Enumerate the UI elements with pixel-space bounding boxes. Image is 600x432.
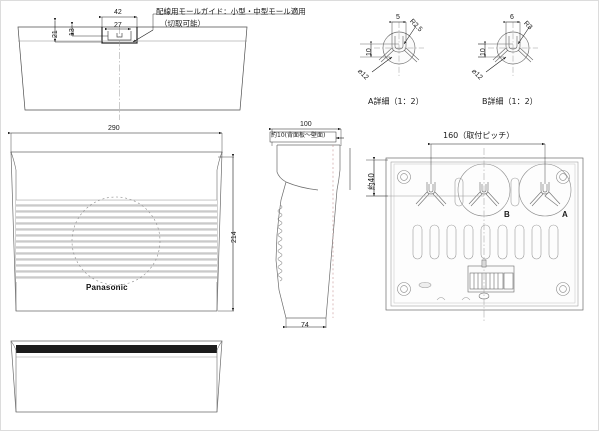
detail-a-geometry xyxy=(360,22,424,78)
rear-view-callout-b: B xyxy=(504,210,510,219)
rear-view-geometry xyxy=(366,148,584,322)
detail-b-geometry xyxy=(478,22,538,78)
mold-guide-annotation-line1: 配線用モールガイド：小型・中型モール適用 xyxy=(156,7,306,16)
detail-a-dim-left: 10 xyxy=(366,48,373,56)
detail-a-caption: A詳細（1：2） xyxy=(368,97,424,106)
rear-view-dimensions xyxy=(366,142,546,197)
side-view-annotation: 約10(背面板〜壁面) xyxy=(271,132,326,139)
side-view-dim-top-depth: 100 xyxy=(300,121,312,128)
detail-a-dimensions xyxy=(369,20,417,73)
side-view-geometry xyxy=(272,144,341,319)
rear-view-callout-a: A xyxy=(562,210,568,219)
detail-b-dim-top: 6 xyxy=(510,14,514,21)
rear-view-dim-top-offset: 約40 xyxy=(367,172,376,190)
front-view-dim-height: 214 xyxy=(231,231,238,243)
bottom-view-geometry xyxy=(10,340,223,413)
top-view-dim-42: 42 xyxy=(114,9,122,16)
front-view-dim-width: 290 xyxy=(108,125,120,132)
top-view-dimensions xyxy=(53,13,300,43)
rear-view-dim-pitch: 160（取付ピッチ） xyxy=(443,131,515,140)
detail-b-caption: B詳細（1：2） xyxy=(482,97,538,106)
detail-b-dim-left: 10 xyxy=(480,48,487,56)
front-view-geometry xyxy=(10,151,223,312)
brand-logo: Panasonic xyxy=(86,283,128,292)
side-view-dimensions xyxy=(269,127,351,329)
top-view-geometry xyxy=(17,26,248,120)
side-view-dim-bottom-depth: 74 xyxy=(301,322,309,329)
top-view-dim-13: 13 xyxy=(69,28,76,36)
detail-b-dimensions xyxy=(478,20,531,73)
top-view-dim-21: 21 xyxy=(52,30,59,38)
top-view-dim-27: 27 xyxy=(114,22,122,29)
mold-guide-annotation-line2: （切取可能） xyxy=(160,19,205,28)
detail-a-dim-top: 5 xyxy=(396,14,400,21)
front-view-dimensions xyxy=(8,131,235,312)
